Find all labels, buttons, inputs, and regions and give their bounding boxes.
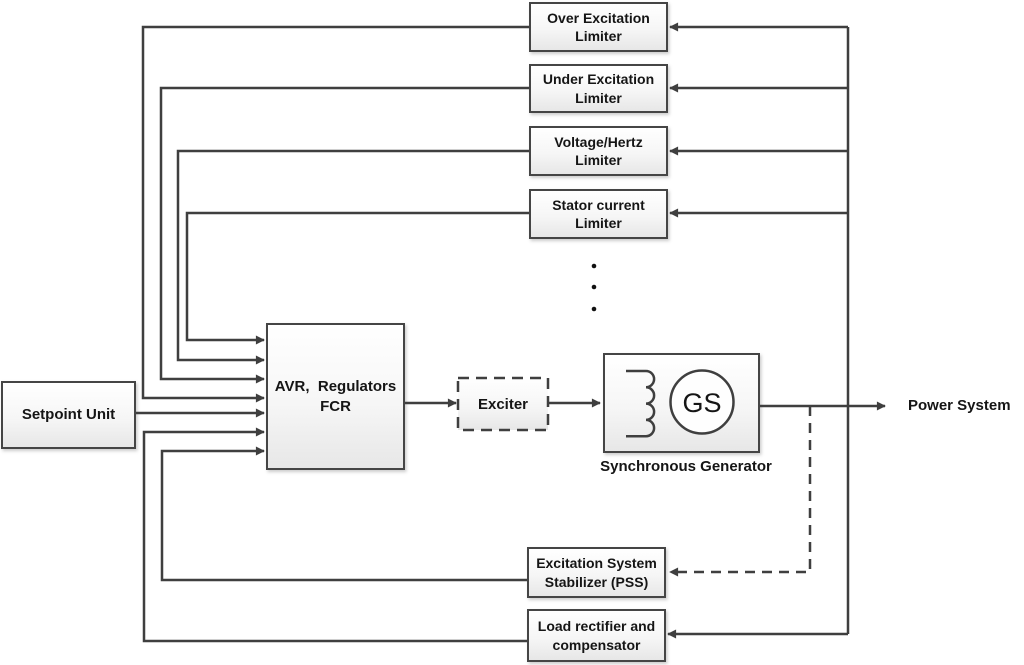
power-system-label: Power System xyxy=(908,397,1011,414)
over-excitation-limiter-box: Over Excitation Limiter xyxy=(529,2,668,52)
uel-label-line2: Limiter xyxy=(575,89,622,106)
connectors xyxy=(136,22,886,643)
exciter-label: Exciter xyxy=(478,396,528,413)
synchronous-generator-box xyxy=(603,353,760,453)
oel-label-line1: Over Excitation xyxy=(547,9,650,26)
stator-current-limiter-box: Stator current Limiter xyxy=(529,189,668,239)
load-rectifier-compensator-box: Load rectifier and compensator xyxy=(527,609,666,662)
scl-label-line2: Limiter xyxy=(575,215,622,231)
avr-label-line2: FCR xyxy=(320,397,351,415)
ellipsis-dot xyxy=(591,284,597,290)
ellipsis-dot xyxy=(591,263,597,269)
synchronous-generator-caption: Synchronous Generator xyxy=(600,458,772,475)
avr-label-line1: AVR, Regulators xyxy=(274,377,397,395)
vhz-label-line1: Voltage/Hertz xyxy=(554,133,643,150)
setpoint-unit-label: Setpoint Unit xyxy=(21,406,116,424)
voltage-hertz-limiter-box: Voltage/Hertz Limiter xyxy=(529,126,668,176)
setpoint-unit-box: Setpoint Unit xyxy=(1,381,136,449)
load-label-line2: compensator xyxy=(552,636,641,653)
oel-label-line2: Limiter xyxy=(575,28,622,44)
vhz-label-line2: Limiter xyxy=(575,152,622,168)
ellipsis-dot xyxy=(591,306,597,312)
vertical-ellipsis-dots xyxy=(591,263,597,312)
exciter-box xyxy=(456,376,550,432)
uel-label-line1: Under Excitation xyxy=(542,71,655,88)
avr-regulators-fcr-box: AVR, Regulators FCR xyxy=(266,323,405,470)
pss-label-line2: Stabilizer (PSS) xyxy=(544,573,649,590)
pss-label-line1: Excitation System xyxy=(536,555,657,572)
pss-stabilizer-box: Excitation System Stabilizer (PSS) xyxy=(527,547,666,598)
scl-label-line1: Stator current xyxy=(552,196,645,213)
load-label-line1: Load rectifier and xyxy=(537,618,656,635)
connector-scl-to-avr xyxy=(185,211,529,345)
under-excitation-limiter-box: Under Excitation Limiter xyxy=(529,64,668,113)
connector-pss-to-avr xyxy=(160,446,527,582)
